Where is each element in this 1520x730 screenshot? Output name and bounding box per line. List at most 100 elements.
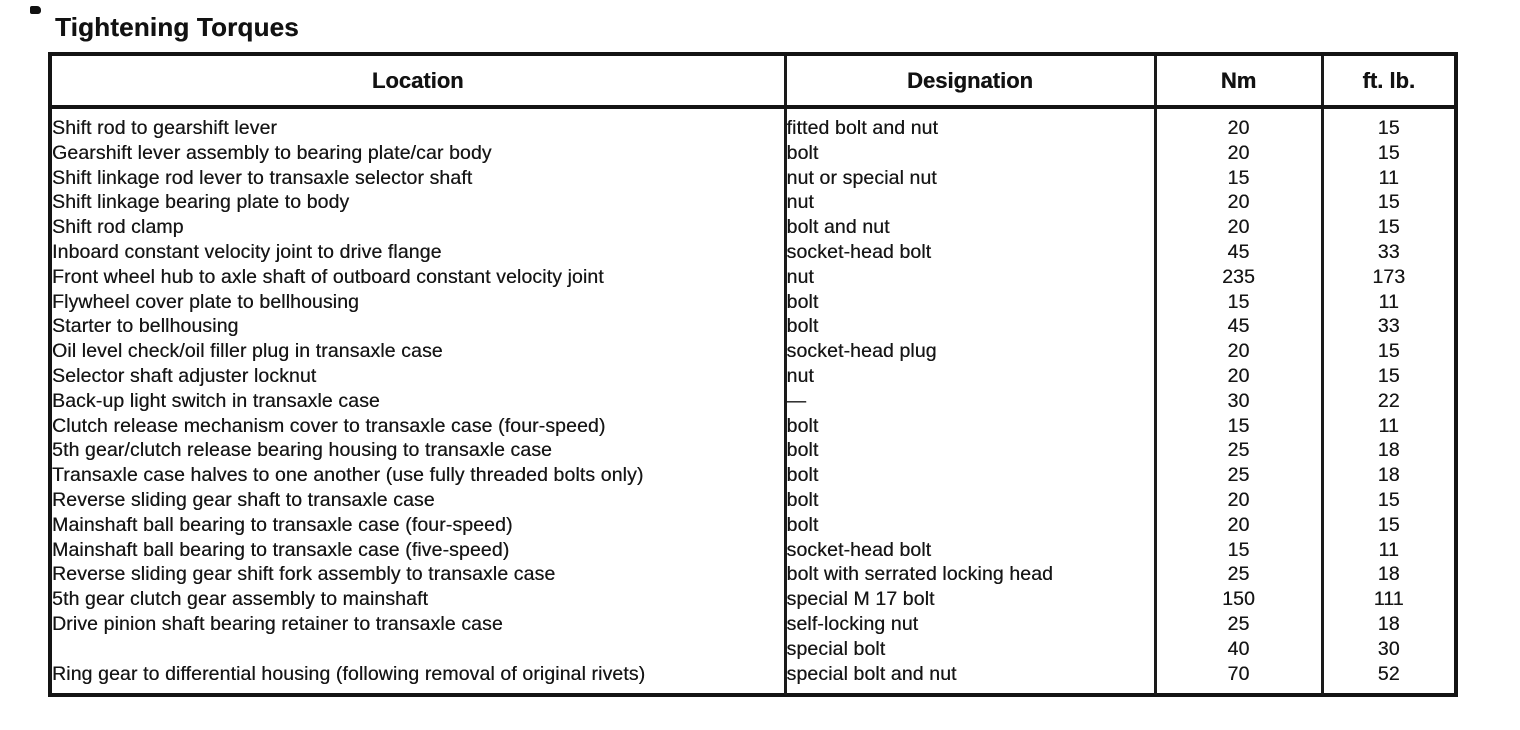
cell-ftlb: 33 [1320,314,1454,340]
cell-nm: 15 [1153,289,1322,315]
col-header-nm: Nm [1153,56,1322,109]
cell-location: Reverse sliding gear shift fork assembly… [52,563,556,586]
cell-nm: 15 [1153,537,1322,563]
cell-nm: 15 [1153,165,1322,191]
table-row: Reverse sliding gear shift fork assembly… [52,562,1454,588]
table-row: Inboard constant velocity joint to drive… [52,239,1454,265]
table-row: Oil level check/oil filler plug in trans… [52,339,1454,364]
table-row: Mainshaft ball bearing to transaxle case… [52,512,1454,538]
cell-ftlb: 22 [1320,388,1454,414]
cell-nm: 40 [1153,636,1322,662]
table-row: Transaxle case halves to one another (us… [52,463,1454,488]
table-row: 5th gear/clutch release bearing housing … [52,438,1454,464]
col-header-ftlb: ft. lb. [1320,56,1454,109]
table-row: Gearshift lever assembly to bearing plat… [52,140,1454,166]
cell-nm: 20 [1153,363,1322,389]
cell-nm: 25 [1153,562,1322,588]
cell-designation: bolt [783,438,1155,464]
cell-ftlb: 30 [1320,636,1454,662]
cell-designation: nut [783,190,1155,216]
cell-nm: 20 [1153,339,1322,364]
table-row: Shift rod clamp bolt and nut 20 15 [52,215,1454,240]
cell-location: Starter to bellhousing [52,315,239,338]
cell-designation: socket-head bolt [783,537,1155,563]
cell-ftlb: 111 [1320,587,1454,612]
cell-location: Flywheel cover plate to bellhousing [52,290,360,313]
cell-ftlb: 11 [1320,289,1454,315]
cell-ftlb: 18 [1320,611,1454,637]
cell-location: Shift rod to gearshift lever [52,117,277,139]
table-row: Shift linkage rod lever to transaxle sel… [52,165,1454,191]
cell-location: Oil level check/oil filler plug in trans… [52,340,443,363]
table-row: Front wheel hub to axle shaft of outboar… [52,264,1454,290]
cell-location: Transaxle case halves to one another (us… [52,464,644,487]
cell-location: Reverse sliding gear shaft to transaxle … [52,488,435,511]
cell-designation: bolt [783,487,1155,513]
cell-nm: 20 [1153,140,1322,166]
cell-ftlb: 11 [1320,413,1454,439]
cell-designation: bolt [783,413,1155,439]
cell-ftlb: 33 [1320,239,1454,265]
cell-designation: self-locking nut [783,611,1155,637]
table-row: Reverse sliding gear shaft to transaxle … [52,487,1454,513]
cell-location: Selector shaft adjuster locknut [52,364,317,387]
cell-designation: bolt [783,289,1155,315]
cell-nm: 20 [1153,107,1322,141]
cell-location: Inboard constant velocity joint to drive… [52,240,442,263]
table-row: Ring gear to differential housing (follo… [52,661,1454,696]
cell-location: Shift linkage bearing plate to body [52,191,350,214]
cell-nm: 235 [1153,264,1322,290]
table-row: 5th gear clutch gear assembly to mainsha… [52,587,1454,612]
cell-nm: 25 [1153,463,1322,488]
table-row: Shift rod to gearshift lever fitted bolt… [52,107,1454,141]
cell-location: 5th gear clutch gear assembly to mainsha… [52,588,428,611]
cell-designation: bolt and nut [783,215,1155,240]
cell-nm: 20 [1153,215,1322,240]
cell-ftlb: 15 [1320,215,1454,240]
cell-designation: socket-head bolt [783,239,1155,265]
cell-designation: special M 17 bolt [783,587,1155,612]
cell-designation: bolt [783,140,1155,166]
cell-ftlb: 15 [1320,107,1454,141]
cell-nm: 20 [1153,190,1322,216]
table-header-row: Location Designation Nm ft. lb. [52,56,1454,109]
cell-nm: 45 [1153,239,1322,265]
cell-location: Clutch release mechanism cover to transa… [52,414,606,437]
cell-ftlb: 15 [1320,363,1454,389]
table-row: Starter to bellhousing bolt 45 33 [52,314,1454,340]
cell-designation: special bolt [783,636,1155,662]
cell-location: Drive pinion shaft bearing retainer to t… [52,612,503,635]
cell-ftlb: 18 [1320,562,1454,588]
cell-nm: 20 [1153,512,1322,538]
table-body: Shift rod to gearshift lever fitted bolt… [52,107,1454,696]
table-row: Selector shaft adjuster locknut nut 20 1… [52,363,1454,389]
cell-designation: — [783,388,1155,414]
cell-location: Ring gear to differential housing (follo… [52,662,646,685]
cell-designation: bolt [783,463,1155,488]
cell-location: Back-up light switch in transaxle case [52,389,380,412]
cell-ftlb: 173 [1320,264,1454,290]
cell-location: Mainshaft ball bearing to transaxle case… [52,513,513,536]
tightening-torques-table: Location Designation Nm ft. lb. Shift ro… [48,52,1458,697]
cell-designation: bolt [783,512,1155,538]
cell-ftlb: 15 [1320,512,1454,538]
page-title: Tightening Torques [55,12,299,42]
cell-ftlb: 11 [1320,165,1454,191]
cell-location: 5th gear/clutch release bearing housing … [52,439,553,462]
cell-ftlb: 18 [1320,438,1454,464]
cell-nm: 20 [1153,487,1322,513]
cell-nm: 15 [1153,413,1322,439]
cell-designation: special bolt and nut [783,661,1155,696]
cell-ftlb: 52 [1320,661,1454,696]
cell-location: Gearshift lever assembly to bearing plat… [52,141,492,164]
cell-nm: 30 [1153,388,1322,414]
cell-ftlb: 15 [1320,140,1454,166]
table-row: Back-up light switch in transaxle case —… [52,388,1454,414]
cell-location: Mainshaft ball bearing to transaxle case… [52,538,510,561]
cell-nm: 70 [1153,661,1322,696]
cell-designation: nut or special nut [783,165,1155,191]
cell-designation: nut [783,264,1155,290]
scan-artifact [30,6,41,14]
cell-nm: 25 [1153,438,1322,464]
